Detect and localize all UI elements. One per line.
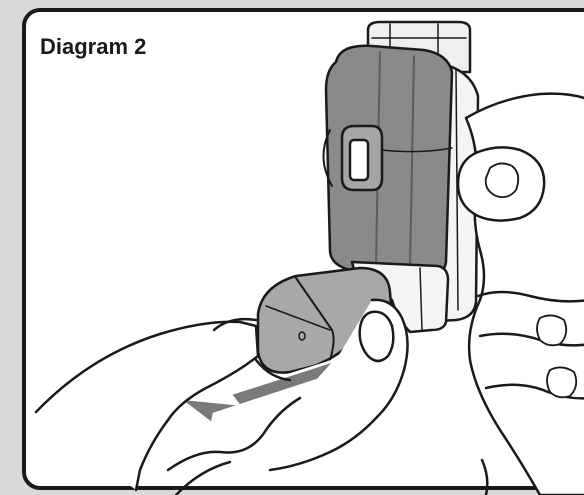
inhaler-illustration [0, 0, 584, 495]
